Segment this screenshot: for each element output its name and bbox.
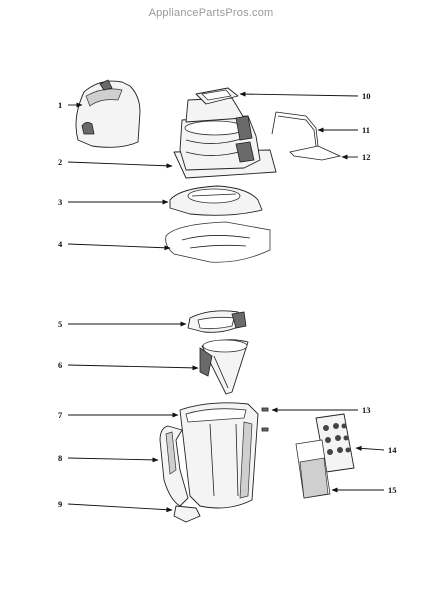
- callout-1: 1: [58, 100, 62, 110]
- part-8-carafe-handle: [159, 425, 189, 507]
- part-7-carafe: [179, 402, 259, 509]
- part-3-shower-plate: [169, 185, 263, 216]
- leader-6: [67, 364, 199, 371]
- callout-5: 5: [58, 319, 62, 329]
- part-6-cone-filter: [199, 339, 249, 395]
- leader-2: [67, 161, 173, 169]
- callout-10: 10: [362, 91, 371, 101]
- part-9-handle-base: [173, 505, 201, 523]
- part-5-basket-holder: [187, 310, 247, 333]
- callout-12: 12: [362, 152, 371, 162]
- leader-lines: [67, 91, 385, 513]
- part-1-lid: [75, 79, 141, 148]
- callout-2: 2: [58, 157, 62, 167]
- leader-9: [67, 503, 173, 513]
- leader-14: [355, 445, 385, 451]
- leader-4: [67, 243, 171, 251]
- callout-3: 3: [58, 197, 62, 207]
- callout-13: 13: [362, 405, 371, 415]
- part-12-clip: [289, 145, 342, 161]
- callout-8: 8: [58, 453, 62, 463]
- part-15-filter-insert: [295, 439, 331, 499]
- callout-7: 7: [58, 410, 63, 420]
- callout-4: 4: [58, 239, 63, 249]
- part-4-base-gasket: [165, 221, 271, 263]
- part-10-top-gasket: [195, 87, 239, 105]
- callout-labels: 1 2 3 4 5 6 7 8 9 10 11 12 13 14 15: [58, 91, 397, 509]
- callout-15: 15: [388, 485, 397, 495]
- leader-8: [67, 457, 159, 463]
- part-2-upper-housing: [173, 97, 277, 179]
- leader-10: [239, 91, 359, 97]
- callout-11: 11: [362, 125, 370, 135]
- part-13-screws: [261, 407, 269, 432]
- part-11-wire-handle: [271, 111, 319, 147]
- site-watermark: AppliancePartsPros.com: [149, 7, 274, 19]
- callout-9: 9: [58, 499, 62, 509]
- callout-6: 6: [58, 360, 62, 370]
- callout-14: 14: [388, 445, 397, 455]
